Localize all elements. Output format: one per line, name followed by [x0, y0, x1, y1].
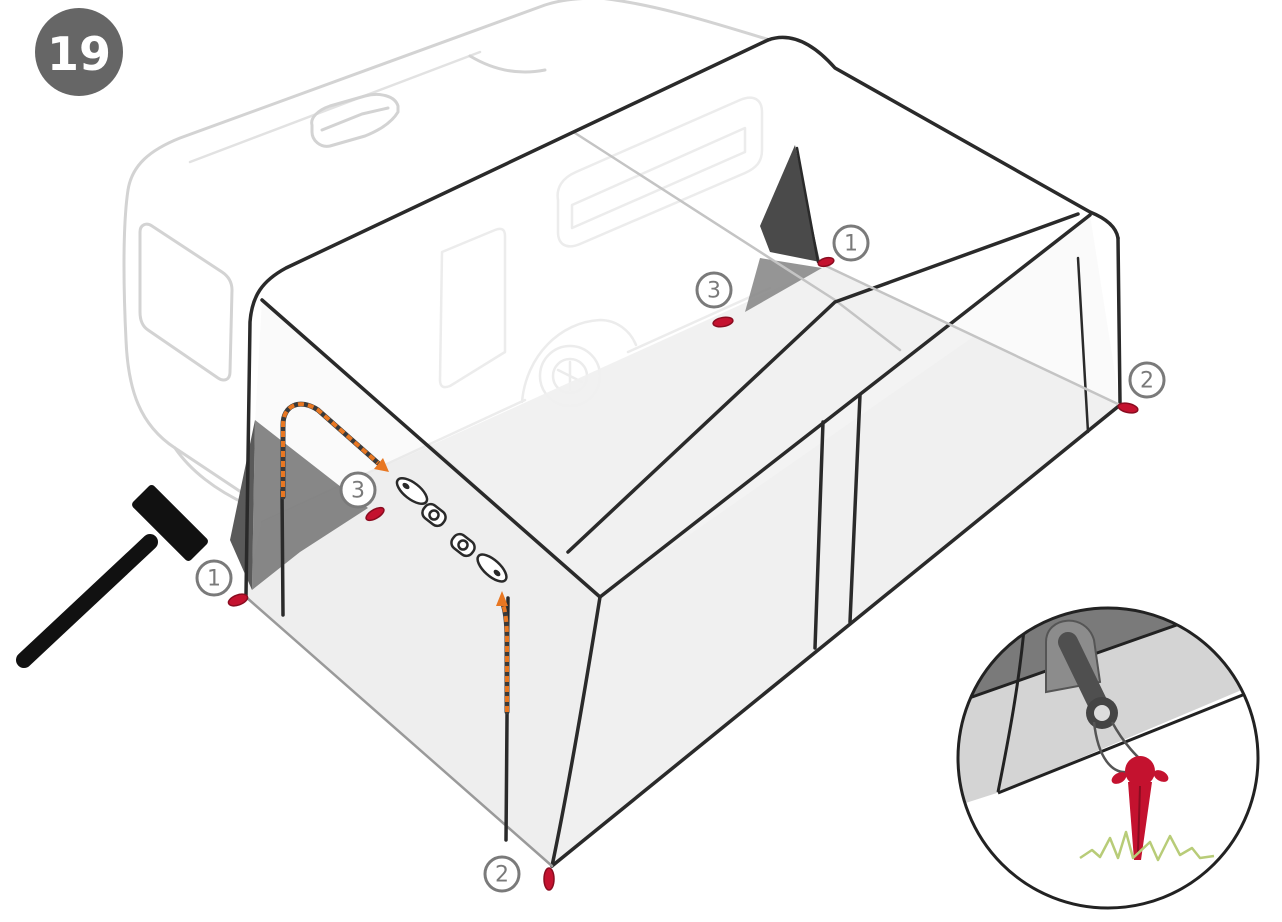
callout-label: 2: [495, 863, 509, 888]
awning-roof-panel: [262, 40, 1118, 597]
detail-frame-edge: [996, 617, 1027, 793]
zipper-pull-lower-hole: [493, 569, 501, 577]
left-side-panel: [230, 420, 255, 590]
caravan-side-window: [556, 96, 764, 248]
right-front-pole: [1116, 236, 1122, 404]
callout-label: 1: [844, 232, 858, 257]
caravan-roof-outline: [126, 0, 584, 192]
caravan-rear-wall: [122, 188, 252, 500]
roof-middle-beam: [573, 131, 902, 352]
caravan-roof-edge: [188, 50, 482, 164]
peg-point-left-inner: [365, 506, 385, 522]
front-middle-pole-b: [813, 420, 825, 650]
detail-strap: [1058, 632, 1108, 714]
roof-front-seam: [566, 212, 1080, 554]
callout-ring: [1128, 361, 1166, 399]
callout-right-inner: 3: [695, 271, 733, 309]
detail-peg-head: [1125, 756, 1155, 786]
callout-right-back: 1: [832, 224, 870, 262]
callout-right-front: 2: [1128, 361, 1166, 399]
peg-point-front-left: [543, 867, 555, 891]
front-left-pole: [550, 595, 602, 868]
detail-d-ring-inner: [1094, 705, 1110, 721]
callout-label: 1: [207, 567, 221, 592]
caravan-door: [438, 227, 507, 389]
caravan-side-window-inner: [570, 126, 747, 230]
detail-peg-wing-right: [1153, 770, 1169, 782]
callout-ring: [832, 224, 870, 262]
caravan-roof-strip: [468, 54, 547, 74]
left-floor-edge: [244, 595, 554, 868]
arrow-left-door: [281, 402, 380, 497]
detail-skirt-bottom-line: [997, 686, 1257, 795]
callout-left-back: 1: [195, 559, 233, 597]
caravan-rear-window: [138, 222, 234, 382]
caravan-roof-top-right: [603, 0, 772, 42]
right-side-panel: [760, 145, 820, 262]
peg-detail-magnifier: [956, 606, 1260, 910]
peg-point-left-back: [227, 593, 249, 607]
callout-ring: [339, 471, 377, 509]
right-inner-pole: [1076, 256, 1090, 434]
arrow-left-door-head: [374, 458, 389, 472]
front-middle-pole-a: [848, 393, 862, 624]
callout-front-left: 2: [483, 855, 521, 893]
zip-direction-arrows: [280, 401, 510, 715]
step-badge: 19: [35, 8, 123, 96]
front-top-edge: [598, 213, 1092, 599]
detail-peg-shaft-highlight: [1137, 785, 1141, 853]
callout-ring: [195, 559, 233, 597]
right-back-floor-edge: [824, 264, 1122, 407]
zipper-icon: [395, 477, 508, 583]
peg-points: [227, 256, 1139, 891]
arrow-front-door: [501, 603, 509, 712]
magnifier-outline: [956, 606, 1260, 910]
zipper-pull-upper-hole: [402, 482, 410, 490]
awning-frame: [244, 35, 1122, 868]
callout-label: 2: [1140, 369, 1154, 394]
caravan-roof-vent: [310, 92, 400, 148]
arrow-front-door-head: [496, 591, 508, 606]
hammer-handle: [16, 534, 158, 668]
right-back-pole: [795, 146, 820, 264]
zipper-slider-lower-knob: [457, 539, 469, 551]
detail-peg-shaft: [1128, 782, 1152, 860]
caravan-roof-vent-inner: [320, 106, 390, 132]
awning-front-wall: [552, 215, 1120, 866]
detail-peg-wing-left: [1111, 772, 1127, 784]
right-side-panel-shade: [745, 258, 822, 312]
peg-point-right-inner: [712, 316, 734, 328]
caravan-wheel-arch: [520, 318, 638, 404]
callout-left-inner: 3: [339, 471, 377, 509]
left-top-edge: [260, 298, 602, 599]
awning-left-wall: [245, 300, 600, 866]
hammer-icon: [16, 485, 208, 668]
zipper-slider-upper-knob: [428, 509, 440, 521]
front-bottom-edge: [550, 403, 1122, 868]
roof-right-curve: [766, 35, 1120, 240]
callout-label: 3: [707, 279, 721, 304]
callout-ring: [483, 855, 521, 893]
back-left-pole-and-rail: [244, 38, 770, 597]
left-door-zip-line: [280, 488, 285, 617]
detail-grass: [1079, 830, 1215, 862]
hammer-head: [132, 485, 208, 561]
step-number: 19: [47, 27, 111, 81]
peg-point-right-front: [1117, 402, 1139, 414]
step-badge-circle: [35, 8, 123, 96]
detail-cord-left: [1092, 721, 1129, 774]
callout-ring: [695, 271, 733, 309]
callout-label: 3: [351, 479, 365, 504]
peg-point-right-back: [817, 256, 835, 268]
